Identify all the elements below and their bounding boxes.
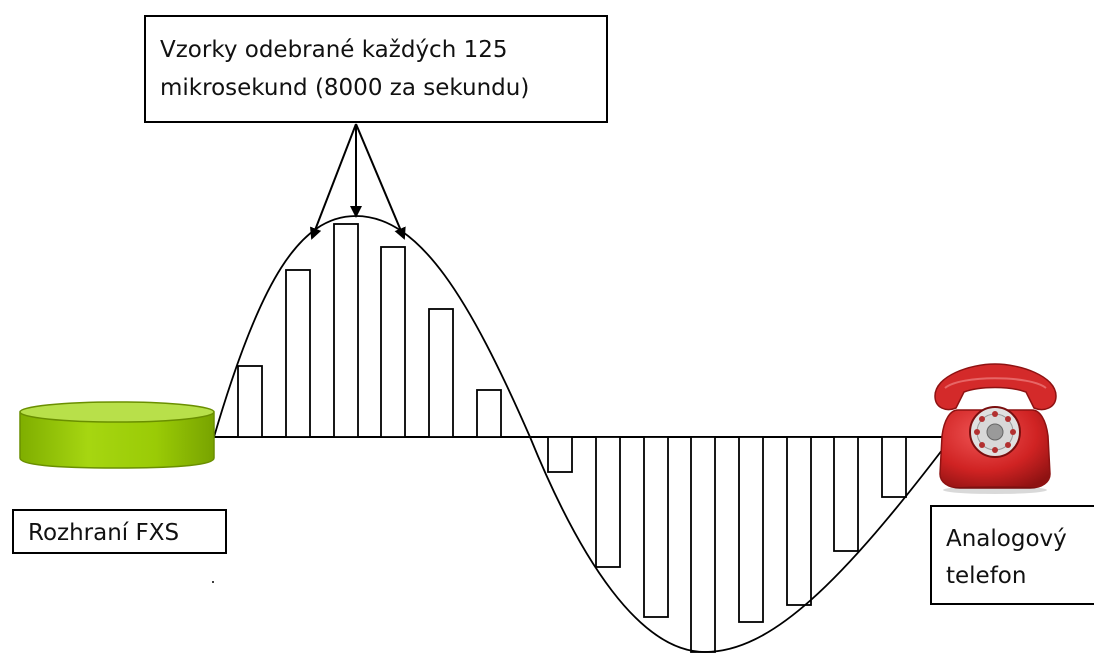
arrow-left	[310, 123, 357, 240]
analog-waveform	[213, 215, 953, 653]
sample-bars	[237, 223, 907, 653]
samples-callout: Vzorky odebrané každých 125 mikrosekund …	[144, 15, 608, 123]
sample-bar	[380, 246, 406, 438]
phone-label-box: Analogový telefon	[930, 505, 1094, 605]
arrow-right	[355, 123, 406, 240]
fxs-label-box: Rozhraní FXS	[12, 509, 227, 554]
sample-bar	[285, 269, 311, 438]
sample-bar	[881, 436, 907, 498]
sample-bar	[333, 223, 359, 438]
sample-bar	[690, 436, 716, 653]
samples-callout-line2: mikrosekund (8000 za sekundu)	[160, 75, 530, 101]
phone-label-line1: Analogový	[946, 526, 1067, 552]
sample-bar	[595, 436, 621, 568]
fxs-label: Rozhraní FXS	[28, 520, 180, 546]
sample-bar	[738, 436, 764, 623]
analog-telephone-icon	[934, 363, 1057, 494]
fxs-interface-icon	[19, 401, 215, 469]
sample-bar	[643, 436, 669, 618]
sample-bar	[833, 436, 859, 552]
sample-bar	[476, 389, 502, 438]
phone-label-line2: telefon	[946, 563, 1027, 589]
sample-bar	[786, 436, 812, 606]
callout-arrows	[310, 123, 406, 240]
sample-bar	[428, 308, 454, 438]
stray-dot	[212, 581, 214, 583]
sample-bar	[237, 365, 263, 438]
sample-bar	[547, 436, 573, 473]
samples-callout-line1: Vzorky odebrané každých 125	[160, 37, 508, 63]
